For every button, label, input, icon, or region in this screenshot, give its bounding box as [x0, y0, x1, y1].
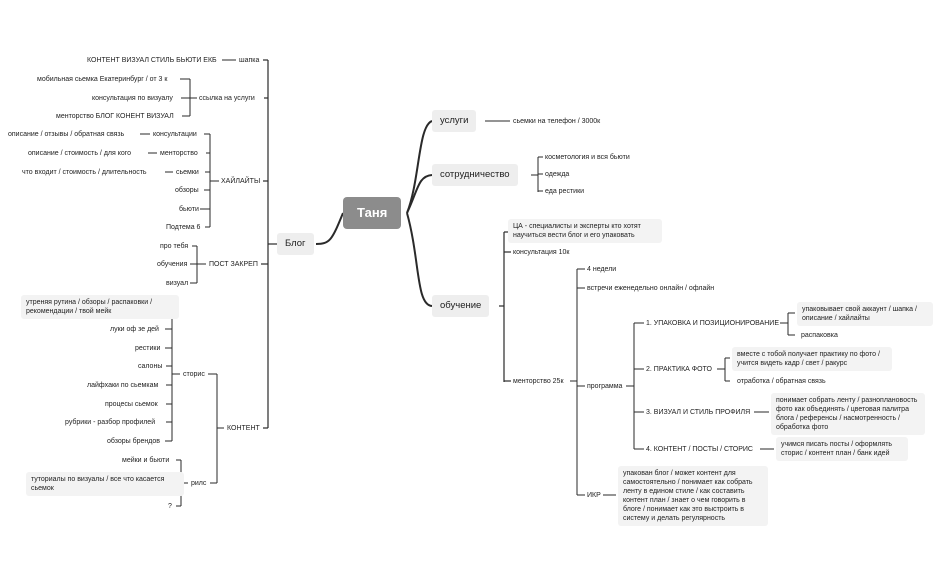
root-to-uslugi — [406, 120, 433, 214]
blog-content[interactable]: КОНТЕНТ — [227, 425, 260, 432]
blog-highlights[interactable]: ХАЙЛАЙТЫ — [221, 178, 261, 185]
post-item-3[interactable]: визуал — [166, 280, 189, 287]
hl-consult[interactable]: консультации — [153, 131, 197, 138]
stories-item-5[interactable]: лайфхаки по сьемкам — [87, 382, 159, 389]
program-m4[interactable]: 4. КОНТЕНТ / ПОСТЫ / СТОРИС — [646, 446, 753, 453]
sotr-item-3[interactable]: еда рестики — [545, 188, 585, 195]
hl-shoots-item[interactable]: что входит / стоимость / длительность — [22, 169, 147, 176]
obuch-mentor[interactable]: менторство 25к — [513, 378, 564, 385]
post-item-2[interactable]: обучения — [157, 261, 188, 268]
program-m1[interactable]: 1. УПАКОВКА И ПОЗИЦИОНИРОВАНИЕ — [646, 320, 780, 327]
ikr-text[interactable]: упакован блог / может контент для самост… — [618, 466, 768, 526]
m4-item[interactable]: учимся писать посты / оформлять сторис /… — [776, 437, 908, 461]
reels-item-3[interactable]: ? — [168, 503, 172, 510]
mentor-program[interactable]: программа — [587, 383, 623, 390]
branch-uslugi[interactable]: услуги — [432, 110, 477, 132]
branch-sotrudnichestvo[interactable]: сотрудничество — [432, 164, 518, 186]
mentor-meetings[interactable]: встречи еженедельно онлайн / офлайн — [587, 285, 715, 292]
root-to-blog — [315, 212, 344, 245]
hl-beauty[interactable]: бьюти — [179, 206, 199, 213]
m2-item-2[interactable]: отработка / обратная связь — [737, 378, 826, 385]
uslugi-item[interactable]: сьемки на телефон / 3000к — [513, 118, 601, 125]
blog-ssylka[interactable]: ссылка на услуги — [199, 95, 255, 102]
m2-item-1[interactable]: вместе с тобой получает практику по фото… — [732, 347, 892, 371]
content-reels[interactable]: рилс — [191, 480, 207, 487]
content-stories[interactable]: сторис — [183, 371, 205, 378]
root-node[interactable]: Таня — [343, 197, 402, 229]
mentor-weeks[interactable]: 4 недели — [587, 266, 617, 273]
ssylka-item-1[interactable]: мобильная сьемка Екатеринбург / от 3 к — [37, 76, 168, 83]
hl-consult-item[interactable]: описание / отзывы / обратная связь — [8, 131, 125, 138]
stories-item-7[interactable]: рубрики - разбор профилей — [65, 419, 156, 426]
root-to-sotr — [406, 174, 433, 214]
branch-blog[interactable]: Блог — [277, 233, 314, 255]
hl-mentor-item[interactable]: описание / стоимость / для кого — [28, 150, 132, 157]
m1-item-2[interactable]: распаковка — [801, 332, 838, 339]
ssylka-item-3[interactable]: менторство БЛОГ КОНЕНТ ВИЗУАЛ — [56, 113, 174, 120]
hl-mentor[interactable]: менторство — [160, 150, 198, 157]
m1-item-1[interactable]: упаковывает свой аккаунт / шапка / описа… — [797, 302, 933, 326]
reels-item-1[interactable]: мейки и бьюти — [122, 457, 170, 464]
ssylka-item-2[interactable]: консультация по визуалу — [92, 95, 173, 102]
sotr-item-1[interactable]: косметология и вся бьюти — [545, 154, 630, 161]
obuch-consult[interactable]: консультация 10к — [513, 249, 570, 256]
program-m3[interactable]: 3. ВИЗУАЛ И СТИЛЬ ПРОФИЛЯ — [646, 409, 751, 416]
stories-item-8[interactable]: обзоры брендов — [107, 438, 160, 445]
sotr-item-2[interactable]: одежда — [545, 171, 570, 178]
stories-item-6[interactable]: процесы сьемок — [105, 401, 158, 408]
program-m2[interactable]: 2. ПРАКТИКА ФОТО — [646, 366, 712, 373]
branch-obuchenie[interactable]: обучение — [432, 295, 490, 317]
hl-podtema[interactable]: Подтема 6 — [166, 224, 201, 231]
stories-item-3[interactable]: рестики — [135, 345, 161, 352]
hl-reviews[interactable]: обзоры — [175, 187, 199, 194]
reels-item-2[interactable]: туториалы по визуалы / все что касается … — [26, 472, 184, 496]
stories-item-4[interactable]: салоны — [138, 363, 163, 370]
blog-shapka[interactable]: шапка — [239, 57, 260, 64]
blog-post[interactable]: ПОСТ ЗАКРЕП — [209, 261, 258, 268]
stories-item-2[interactable]: луки оф зе дей — [110, 326, 159, 333]
mentor-ikr[interactable]: ИКР — [587, 492, 601, 499]
stories-item-1[interactable]: утреняя рутина / обзоры / распаковки / р… — [21, 295, 179, 319]
obuch-ca[interactable]: ЦА - специалисты и эксперты кто хотят на… — [508, 219, 662, 243]
m3-item[interactable]: понимает собрать ленту / разноплановость… — [771, 393, 925, 435]
root-to-obuch — [406, 212, 433, 307]
hl-shoots[interactable]: сьемки — [176, 169, 199, 176]
post-item-1[interactable]: про тебя — [160, 243, 189, 250]
shapka-item[interactable]: КОНТЕНТ ВИЗУАЛ СТИЛЬ БЬЮТИ ЕКБ — [87, 57, 217, 64]
